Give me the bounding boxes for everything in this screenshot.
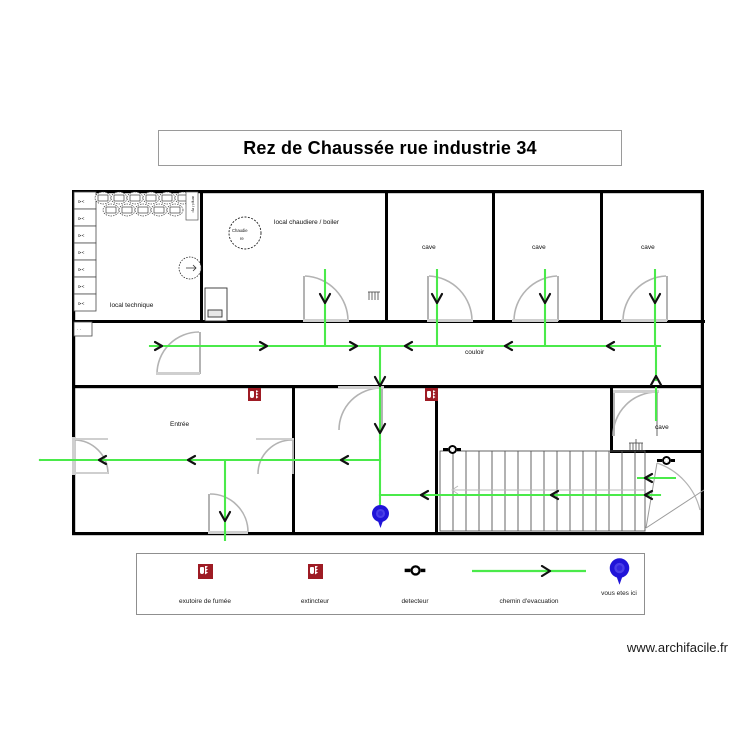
footer-url[interactable]: www.archifacile.fr — [626, 640, 728, 655]
chaudiere-symbol-label-1: Chaudie — [232, 228, 248, 233]
legend-label-exutoire: exutoire de fumée — [178, 598, 232, 605]
legend-label-chemin: chemin d'evacuation — [499, 598, 559, 605]
room-label-local-chaudiere: local chaudiere / boiler — [274, 219, 340, 226]
evacuation-path — [38, 268, 674, 542]
svg-text:⊳<: ⊳< — [78, 250, 85, 255]
page-title: Rez de Chaussée rue industrie 34 — [243, 137, 537, 158]
smoke-detector-icon — [404, 556, 426, 586]
local-technique-equipment — [73, 191, 97, 337]
doors — [72, 275, 705, 534]
smoke-vent-icon — [197, 556, 213, 586]
radiator-symbol-cave4 — [629, 439, 643, 450]
radiator-symbol-upper — [368, 291, 380, 300]
evacuation-arrow-icon — [470, 556, 588, 586]
staircase-direction-arrow — [451, 485, 645, 495]
legend-label-detecteur: detecteur — [401, 598, 429, 605]
evacuation-arrowheads — [97, 292, 663, 523]
chaudiere-symbol — [228, 216, 262, 250]
you-are-here-pin-icon — [609, 556, 629, 586]
fire-extinguisher-icon — [307, 556, 323, 586]
legend-label-vous-etes-ici: vous etes ici — [601, 590, 637, 597]
svg-text:⊳<: ⊳< — [78, 284, 85, 289]
room-label-local-technique: local technique — [110, 302, 154, 309]
legend-item-vous-etes-ici[interactable]: vous etes ici — [593, 554, 645, 616]
room-label-couloir: couloir — [465, 349, 485, 356]
room-label-cave-3: cave — [641, 244, 655, 251]
chaufferie-equipment-box — [204, 287, 228, 322]
fire-extinguisher-glyph — [425, 388, 438, 401]
room-label-cave-4: cave — [655, 424, 669, 431]
local-technique-meter-boxes — [97, 194, 189, 214]
fire-extinguisher-glyph — [248, 388, 261, 401]
svg-text:⊳<: ⊳< — [78, 301, 85, 306]
technique-vertical-plate — [185, 191, 199, 221]
legend-label-extincteur: extincteur — [300, 598, 330, 605]
svg-text:⊳<: ⊳< — [78, 267, 85, 272]
room-label-cave-2: cave — [532, 244, 546, 251]
room-label-cave-1: cave — [422, 244, 436, 251]
technique-plate-text: ampl / ep — [191, 196, 196, 213]
exit-arrowhead-right — [643, 472, 654, 484]
technique-round-device-arrow — [186, 264, 197, 272]
legend: exutoire de fumée extincteur detecteur — [136, 553, 645, 615]
legend-item-extincteur[interactable]: extincteur — [265, 554, 365, 616]
legend-item-exutoire-de-fumee[interactable]: exutoire de fumée — [145, 554, 265, 616]
svg-text:⊳<: ⊳< — [78, 199, 85, 204]
svg-text:· ·: · · — [77, 327, 81, 332]
interior-walls-upper — [72, 190, 705, 323]
legend-item-chemin-evacuation[interactable]: chemin d'evacuation — [465, 554, 593, 616]
svg-text:⊳<: ⊳< — [78, 233, 85, 238]
staircase — [439, 450, 646, 532]
page-title-box: Rez de Chaussée rue industrie 34 — [158, 130, 622, 166]
room-label-entree: Entrée — [170, 421, 190, 428]
chaudiere-symbol-label-2: re — [240, 236, 244, 241]
local-technique-equipment-glyphs: ⊳< ⊳< ⊳< ⊳< ⊳< ⊳< ⊳< · · — [77, 199, 85, 332]
svg-text:⊳<: ⊳< — [78, 216, 85, 221]
fire-extinguisher-icon-1[interactable] — [248, 388, 261, 406]
fire-extinguisher-icon-2[interactable] — [425, 388, 438, 406]
legend-item-detecteur[interactable]: detecteur — [365, 554, 465, 616]
